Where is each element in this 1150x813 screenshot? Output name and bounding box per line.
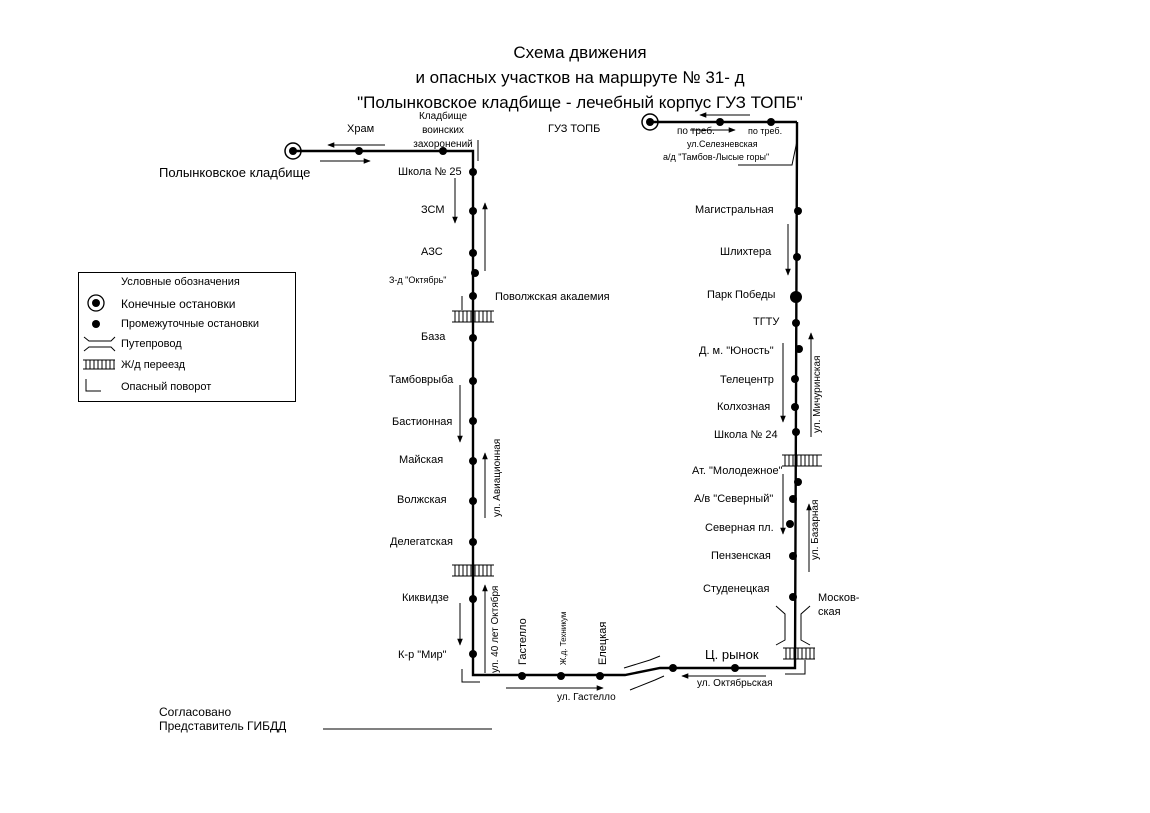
street-gastello: ул. Гастелло xyxy=(557,692,616,703)
intermediate-stop-icon xyxy=(92,320,100,328)
legend-symbols xyxy=(83,294,116,392)
legend-item-overpass: Путепровод xyxy=(121,338,182,350)
route-line xyxy=(293,132,799,677)
approval-line-2: Представитель ГИБДД xyxy=(159,719,287,733)
railway-crossing-4 xyxy=(783,647,815,660)
street-bazarnaya: ул. Базарная xyxy=(810,499,821,560)
stop-markers xyxy=(355,118,803,680)
legend-title: Условные обозначения xyxy=(121,276,240,288)
stop-telecenter: Телецентр xyxy=(720,374,774,386)
railway-crossing-2 xyxy=(452,564,494,577)
stop-bastionnaya: Бастионная xyxy=(392,416,453,428)
railway-crossing-1 xyxy=(452,310,494,323)
stop-park-pobedy: Парк Победы xyxy=(707,289,776,301)
approval-block: Согласовано Представитель ГИБДД xyxy=(159,705,286,733)
stop-school-25: Школа № 25 xyxy=(398,166,462,178)
stop-zavod-oktyabr: З-д "Октябрь" xyxy=(389,275,447,285)
stop-moskovskaya: Москов-ская xyxy=(818,592,860,618)
title-line-2: и опасных участков на маршруте № 31- д xyxy=(415,68,745,87)
approval-line-1: Согласовано xyxy=(159,705,232,719)
legend-item-railway: Ж/д переезд xyxy=(121,359,186,371)
legend-item-intermediate: Промежуточные остановки xyxy=(121,318,259,330)
overpass-symbol xyxy=(775,605,811,646)
street-aviatsionnaya: ул. Авиационная xyxy=(492,438,503,517)
stop-severnaya-pl: Северная пл. xyxy=(705,522,774,534)
title-line-3: "Полынковское кладбище - лечебный корпус… xyxy=(357,93,803,112)
stop-railway-college: Ж.д. Техникум xyxy=(559,611,568,665)
stop-khram: Храм xyxy=(347,123,375,135)
railway-crossing-icon xyxy=(83,359,115,370)
stop-school-24: Школа № 24 xyxy=(714,429,778,441)
street-oktyabrskaya: ул. Октябрьская xyxy=(697,678,773,689)
stop-baza: База xyxy=(421,331,446,343)
diagram-title: Схема движения и опасных участков на мар… xyxy=(300,40,860,115)
stop-studenetskaya: Студенецкая xyxy=(703,583,770,595)
legend-box: Условные обозначения Конечные остановки … xyxy=(78,272,296,402)
stop-gastello: Гастелло xyxy=(517,618,529,665)
street-seleznevskaya: ул.Селезневская xyxy=(687,139,758,149)
stop-penzenskaya: Пензенская xyxy=(711,550,771,562)
street-michurinskaya: ул. Мичуринская xyxy=(812,355,823,433)
title-line-1: Схема движения xyxy=(513,43,647,62)
stop-shlikhtera: Шлихтера xyxy=(720,246,772,258)
railway-crossing-3 xyxy=(782,454,822,467)
stop-tgtu: ТГТУ xyxy=(753,316,780,328)
terminal-stop-icon xyxy=(87,294,105,312)
stop-av-severny: А/в "Северный" xyxy=(694,493,774,505)
stop-dm-yunost: Д. м. "Юность" xyxy=(699,345,774,357)
stop-volzhskaya: Волжская xyxy=(397,494,447,506)
stop-povolzhskaya-academy: Поволжская академия xyxy=(495,292,610,300)
terminal-end-marker xyxy=(641,113,659,131)
legend-item-terminal: Конечные остановки xyxy=(121,297,236,311)
stop-kolkhoznaya: Колхозная xyxy=(717,401,771,413)
stop-magistralnaya: Магистральная xyxy=(695,204,774,216)
street-40-let-oktyabrya: ул. 40 лет Октября xyxy=(490,585,501,673)
dangerous-turn-markers xyxy=(461,140,806,683)
dangerous-turn-icon xyxy=(85,379,101,392)
stop-military-cemetery: Кладбище воинских захоронений xyxy=(413,111,473,150)
stop-azs: АЗС xyxy=(421,246,443,258)
stop-kr-mir: К-р "Мир" xyxy=(398,649,447,661)
terminal-start-marker xyxy=(284,142,302,160)
road-tambov-lysye-gory: а/д "Тамбов-Лысые горы" xyxy=(663,152,770,162)
overpass-symbol-2 xyxy=(623,655,665,691)
stop-central-market: Ц. рынок xyxy=(705,647,759,662)
terminal-start-label: Полынковское кладбище xyxy=(159,165,311,180)
stop-on-request-2: по треб. xyxy=(748,126,783,136)
stop-zsm: ЗСМ xyxy=(421,204,445,216)
stop-on-request-1: по треб. xyxy=(677,126,715,137)
legend-item-dangerous-turn: Опасный поворот xyxy=(121,381,212,393)
stop-yeletskaya: Елецкая xyxy=(597,621,609,665)
stop-mayskaya: Майская xyxy=(399,454,444,466)
overpass-icon xyxy=(83,336,116,352)
terminal-end-label: ГУЗ ТОПБ xyxy=(548,123,601,135)
stop-tambovryba: Тамбоврыба xyxy=(389,374,454,386)
stop-delegatskaya: Делегатская xyxy=(390,536,453,548)
stop-at-molodezhnoe: Ат. "Молодежное" xyxy=(692,465,783,477)
stop-kikvidze: Киквидзе xyxy=(402,592,449,604)
direction-arrows xyxy=(320,112,814,691)
